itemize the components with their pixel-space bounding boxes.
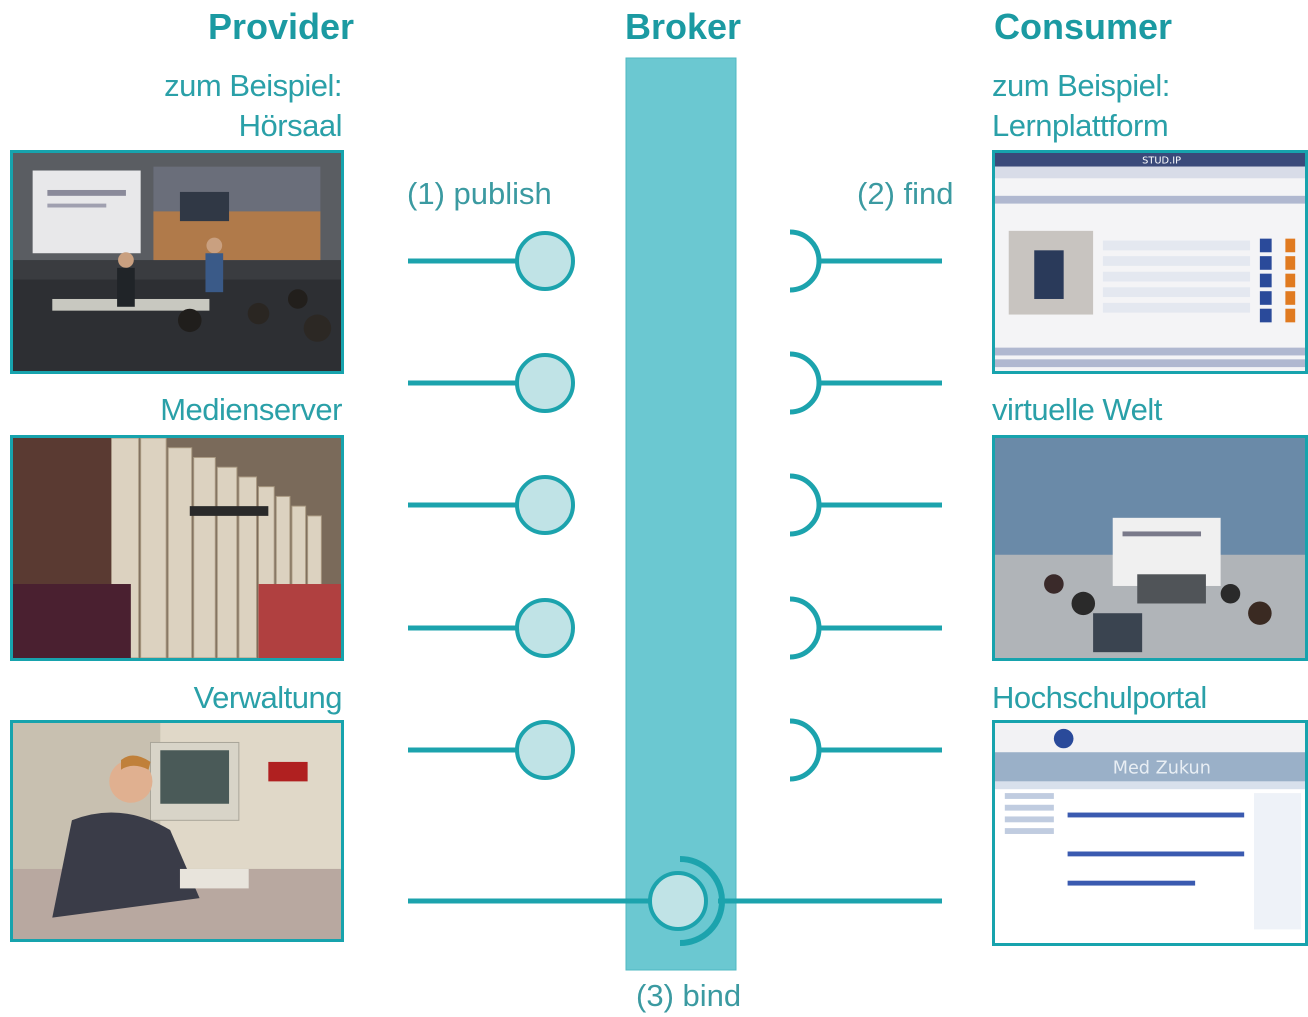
bind-label: (3) bind (636, 978, 742, 1013)
provider-item-verwaltung-label: Verwaltung (193, 680, 343, 715)
virtuelle-welt-screenshot (992, 435, 1308, 661)
publish-node (515, 353, 575, 413)
find-socket (789, 473, 822, 537)
publish-node (515, 231, 575, 291)
provider-item-medienserver-label: Medienserver (160, 392, 342, 427)
lernplattform-app-title: STUD.IP (1142, 156, 1181, 167)
find-socket (789, 596, 822, 660)
consumer-item-lernplattform-label: Lernplattform (992, 108, 1169, 143)
publish-node (515, 598, 575, 658)
provider-item-hoersaal-label: Hörsaal (238, 108, 343, 143)
bind-node (648, 871, 708, 931)
publish-node (515, 720, 575, 780)
bind-socket (679, 856, 725, 946)
find-socket (789, 351, 822, 415)
verwaltung-photo (10, 720, 344, 942)
publish-node (515, 475, 575, 535)
consumer-example-label: zum Beispiel: (992, 68, 1170, 103)
find-socket (789, 229, 822, 293)
consumer-header: Consumer (994, 6, 1173, 47)
broker-header: Broker (625, 6, 742, 47)
lernplattform-screenshot: STUD.IP (992, 150, 1308, 374)
portal-header-text: Med Zukun (1113, 759, 1211, 779)
consumer-item-hochschulportal-label: Hochschulportal (992, 680, 1207, 715)
find-label: (2) find (857, 176, 954, 211)
medienserver-photo (10, 435, 344, 661)
hochschulportal-screenshot: Med Zukun (992, 720, 1308, 946)
broker-bar (625, 57, 737, 971)
find-socket (789, 718, 822, 782)
provider-example-label: zum Beispiel: (164, 68, 342, 103)
provider-header: Provider (208, 6, 355, 47)
consumer-item-virtuelle-welt-label: virtuelle Welt (992, 392, 1162, 427)
publish-label: (1) publish (407, 176, 552, 211)
hoersaal-photo (10, 150, 344, 374)
